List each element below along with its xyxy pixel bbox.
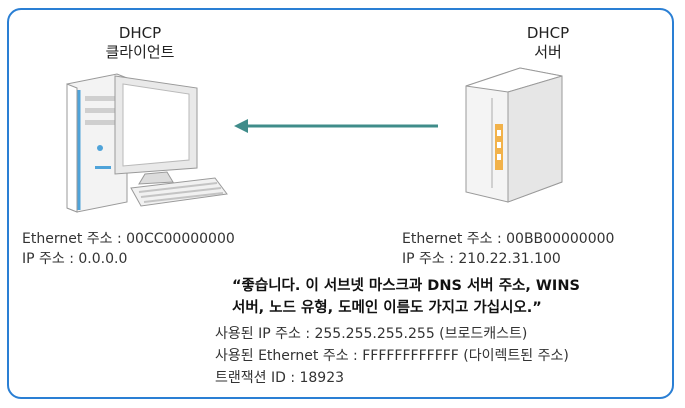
used-ip-address: 사용된 IP 주소 : 255.255.255.255 (브로드캐스트) (215, 326, 528, 342)
client-title-line2: 클라이언트 (105, 43, 175, 61)
offer-quote-line1: “좋습니다. 이 서브넷 마스크과 DNS 서버 주소, WINS (232, 278, 580, 294)
server-tower-icon (465, 67, 563, 203)
client-ip: IP 주소 : 0.0.0.0 (22, 251, 128, 267)
client-title-line1: DHCP (118, 24, 162, 42)
used-ethernet-address: 사용된 Ethernet 주소 : FFFFFFFFFFFF (다이렉트된 주소… (215, 348, 569, 364)
transaction-id: 트랜잭션 ID : 18923 (215, 370, 345, 386)
client-title: DHCP 클라이언트 (80, 24, 200, 62)
server-ip: IP 주소 : 210.22.31.100 (402, 251, 561, 267)
server-ethernet: Ethernet 주소 : 00BB00000000 (402, 231, 615, 247)
left-arrow-icon (234, 119, 438, 133)
server-title: DHCP 서버 (498, 24, 598, 62)
server-title-line1: DHCP (526, 24, 570, 42)
server-title-line2: 서버 (534, 43, 562, 61)
client-ethernet: Ethernet 주소 : 00CC00000000 (22, 231, 235, 247)
diagram-frame (7, 8, 674, 399)
offer-quote-line2: 서버, 노드 유형, 도메인 이름도 가지고 가십시오.” (232, 300, 542, 316)
desktop-computer-icon (66, 73, 228, 213)
